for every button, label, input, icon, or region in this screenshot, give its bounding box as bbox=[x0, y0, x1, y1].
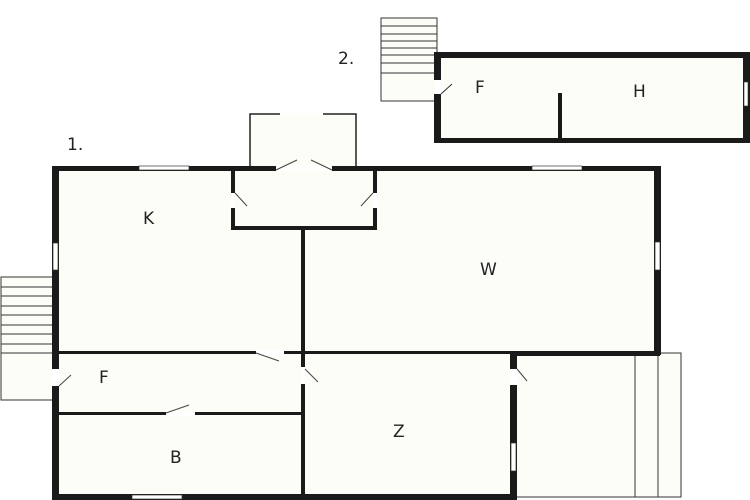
room-label-hall-ground: F bbox=[99, 368, 109, 388]
door-swings bbox=[58, 159, 528, 414]
floor-1-label: 1. bbox=[67, 135, 83, 155]
room-label-living: W bbox=[480, 260, 497, 280]
floor-area-upper-part bbox=[56, 169, 656, 354]
upper-stairs bbox=[380, 17, 438, 102]
upper-floor-area bbox=[436, 55, 748, 141]
terrace bbox=[514, 352, 682, 498]
room-label-bath: B bbox=[170, 448, 182, 468]
ground-floor bbox=[0, 113, 682, 500]
porch bbox=[249, 113, 357, 168]
upper-window bbox=[743, 81, 749, 107]
door-openings bbox=[52, 166, 517, 416]
floor-area-lower-part bbox=[56, 352, 511, 496]
room-label-room-z: Z bbox=[393, 422, 405, 442]
floor-2-label: 2. bbox=[338, 49, 354, 69]
upper-door-opening bbox=[435, 80, 441, 94]
upper-floor bbox=[380, 17, 750, 143]
ground-stairs bbox=[0, 276, 54, 401]
windows bbox=[52, 165, 661, 500]
room-label-upper-room: H bbox=[633, 82, 646, 102]
room-label-kitchen: K bbox=[143, 209, 155, 229]
room-label-hall-upper: F bbox=[475, 78, 485, 98]
upper-door-swing bbox=[440, 83, 453, 95]
